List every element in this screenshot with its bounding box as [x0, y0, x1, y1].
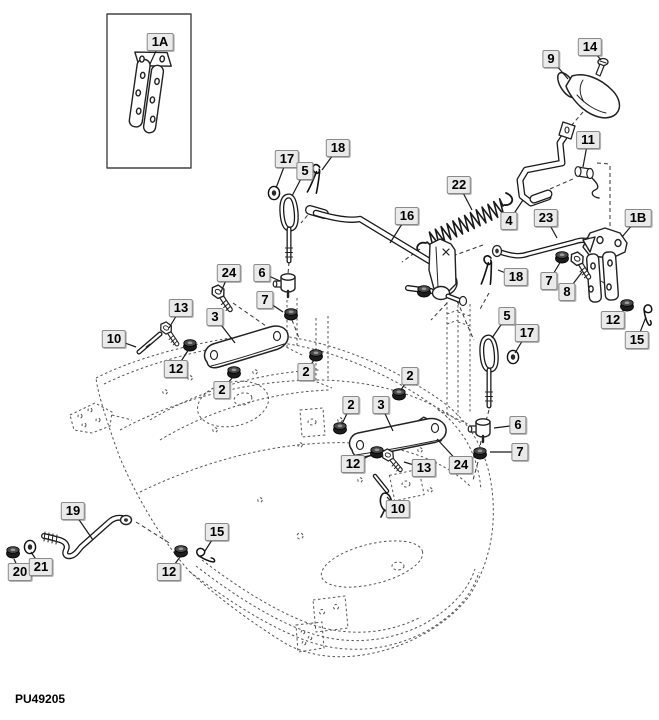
callout-2d[interactable]: 2 [342, 396, 360, 414]
callout-12c[interactable]: 12 [340, 455, 366, 473]
part-9-knob [557, 71, 621, 119]
callout-6a[interactable]: 6 [253, 264, 271, 282]
part-6-trunnion-right [467, 417, 492, 444]
callout-7a[interactable]: 7 [256, 291, 274, 309]
callout-21[interactable]: 21 [28, 558, 54, 576]
part-12-nut-bracket [620, 299, 634, 312]
part-20-nut [6, 546, 20, 559]
callout-14[interactable]: 14 [577, 38, 603, 56]
callout-15a[interactable]: 15 [624, 331, 650, 349]
callout-5a[interactable]: 5 [296, 162, 314, 180]
part-5-lift-link-left [279, 193, 299, 264]
part-10-rod-left [136, 331, 163, 355]
mower-deck-outline [69, 298, 494, 658]
assembly-alignment-lines [135, 111, 611, 545]
part-3-link-right [348, 417, 447, 458]
part-4-tab [558, 121, 576, 140]
callout-3a[interactable]: 3 [206, 308, 224, 326]
part-1A-bracket [128, 51, 172, 134]
callout-7c[interactable]: 7 [511, 443, 529, 461]
callout-8[interactable]: 8 [558, 283, 576, 301]
callout-12b[interactable]: 12 [600, 311, 626, 329]
callout-19[interactable]: 19 [60, 502, 86, 520]
callout-17a[interactable]: 17 [274, 150, 300, 168]
callout-13a[interactable]: 13 [168, 299, 194, 317]
part-7-nut-left [284, 308, 298, 321]
callout-2a[interactable]: 2 [213, 381, 231, 399]
callout-15b[interactable]: 15 [204, 523, 230, 541]
part-12-nut-c [370, 446, 384, 459]
part-17-washer-right [506, 349, 520, 365]
callout-11[interactable]: 11 [576, 131, 600, 149]
callout-1A[interactable]: 1A [146, 33, 174, 51]
callout-10a[interactable]: 10 [101, 330, 127, 348]
part-14-screw [595, 57, 609, 77]
part-12-nut-left [183, 339, 197, 352]
part-17-washer-left [267, 185, 281, 201]
part-21-washer [23, 539, 37, 555]
callout-7b[interactable]: 7 [540, 272, 558, 290]
bellcrank-plate [405, 238, 468, 307]
part-1B-bracket [582, 227, 628, 303]
part-19-rod [41, 514, 133, 560]
callout-10b[interactable]: 10 [385, 500, 411, 518]
callout-12d[interactable]: 12 [156, 563, 182, 581]
callout-2b[interactable]: 2 [297, 363, 315, 381]
callout-13b[interactable]: 13 [411, 459, 437, 477]
callout-5b[interactable]: 5 [498, 307, 516, 325]
callout-23[interactable]: 23 [533, 209, 559, 227]
figure-code: PU49205 [15, 692, 66, 706]
callout-2c[interactable]: 2 [401, 367, 419, 385]
callout-12a[interactable]: 12 [163, 360, 189, 378]
callout-9[interactable]: 9 [542, 50, 560, 68]
part-11-bushing [574, 166, 600, 199]
callout-18a[interactable]: 18 [325, 139, 351, 157]
part-12-nut-deck [174, 545, 188, 558]
part-7-nut-right [555, 251, 569, 264]
part-4-lever-rod [517, 128, 571, 206]
callout-1B[interactable]: 1B [624, 209, 652, 227]
part-6-trunnion-left [272, 272, 297, 299]
part-7-nut-right-lower [473, 447, 487, 460]
part-2-nut-a [227, 366, 241, 379]
callout-3b[interactable]: 3 [372, 396, 390, 414]
callout-24a[interactable]: 24 [216, 264, 242, 282]
part-4-sleeve [530, 190, 552, 203]
part-15-clip-right [636, 302, 659, 327]
part-18-cotter-right [479, 254, 495, 287]
part-2-nut-b [309, 349, 323, 362]
callout-18b[interactable]: 18 [503, 268, 529, 286]
callout-22[interactable]: 22 [446, 176, 472, 194]
part-2-nut-c [392, 388, 406, 401]
callout-17b[interactable]: 17 [514, 324, 540, 342]
part-2-nut-d [333, 422, 347, 435]
callout-24b[interactable]: 24 [448, 456, 474, 474]
callout-16[interactable]: 16 [394, 207, 420, 225]
callout-6b[interactable]: 6 [509, 416, 527, 434]
callout-4[interactable]: 4 [500, 212, 518, 230]
part-5-lift-link-right [479, 334, 499, 409]
part-3-link-left [203, 325, 289, 369]
